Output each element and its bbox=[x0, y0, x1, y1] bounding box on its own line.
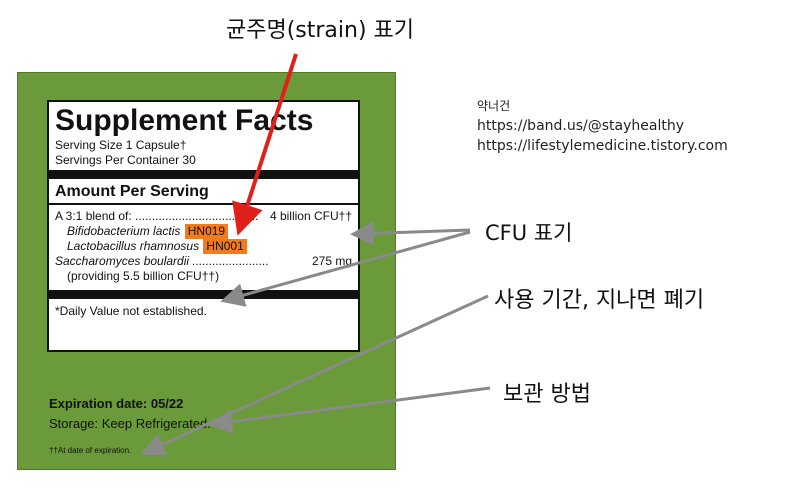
annotation-expiry: 사용 기간, 지나면 폐기 bbox=[494, 288, 705, 313]
sacch-label: Saccharomyces boulardii ................… bbox=[55, 254, 270, 268]
blend-row: A 3:1 blend of: ........................… bbox=[55, 209, 352, 224]
strain2-code: HN001 bbox=[203, 239, 247, 254]
strain2-name: Lactobacillus rhamnosus bbox=[67, 239, 200, 253]
annotation-cfu: CFU 표기 bbox=[485, 221, 573, 245]
arrow-strain bbox=[232, 53, 298, 236]
amount-per-serving-header: Amount Per Serving bbox=[55, 183, 209, 200]
saccharomyces-row: Saccharomyces boulardii ................… bbox=[55, 254, 352, 269]
annotation-strain: 균주명(strain) 표기 bbox=[226, 18, 415, 43]
band-link[interactable]: https://band.us/@stayhealthy bbox=[477, 118, 684, 134]
footnote: ††At date of expiration. bbox=[49, 446, 132, 455]
supplement-facts-box: Supplement Facts Serving Size 1 Capsule†… bbox=[47, 100, 360, 352]
annotation-storage: 보관 방법 bbox=[503, 382, 591, 407]
divider-thick bbox=[49, 170, 358, 179]
divider-thin bbox=[49, 203, 358, 205]
daily-value-note: *Daily Value not established. bbox=[55, 304, 207, 318]
blog-link[interactable]: https://lifestylemedicine.tistory.com bbox=[477, 138, 728, 154]
arrow-storage bbox=[208, 386, 491, 434]
sacch-value: 275 mg bbox=[311, 254, 352, 268]
storage-text: Storage: Keep Refrigerated. bbox=[49, 416, 211, 431]
strain-row-2: Lactobacillus rhamnosus HN001 bbox=[55, 239, 352, 254]
arrow-cfu-2 bbox=[220, 230, 471, 307]
strain1-name: Bifidobacterium lactis bbox=[67, 224, 181, 238]
blend-value: 4 billion CFU†† bbox=[269, 209, 352, 223]
blend-label: A 3:1 blend of: ........................… bbox=[55, 209, 259, 223]
author-info: 약너건 https://band.us/@stayhealthy https:/… bbox=[477, 96, 728, 156]
arrow-cfu-1 bbox=[350, 221, 471, 246]
servings-per-container: Servings Per Container 30 bbox=[55, 153, 196, 167]
arrow-expiry bbox=[140, 294, 489, 456]
expiration-date: Expiration date: 05/22 bbox=[49, 396, 184, 411]
strain-row-1: Bifidobacterium lactis HN019 bbox=[55, 224, 352, 239]
strain1-code: HN019 bbox=[184, 224, 229, 239]
divider-thick-bottom bbox=[49, 290, 358, 299]
storage-instructions: Storage: Keep Refrigerated. bbox=[49, 416, 211, 431]
providing-cfu: (providing 5.5 billion CFU††) bbox=[67, 269, 220, 283]
serving-size: Serving Size 1 Capsule† bbox=[55, 138, 187, 152]
author-name: 약너건 bbox=[477, 99, 511, 113]
